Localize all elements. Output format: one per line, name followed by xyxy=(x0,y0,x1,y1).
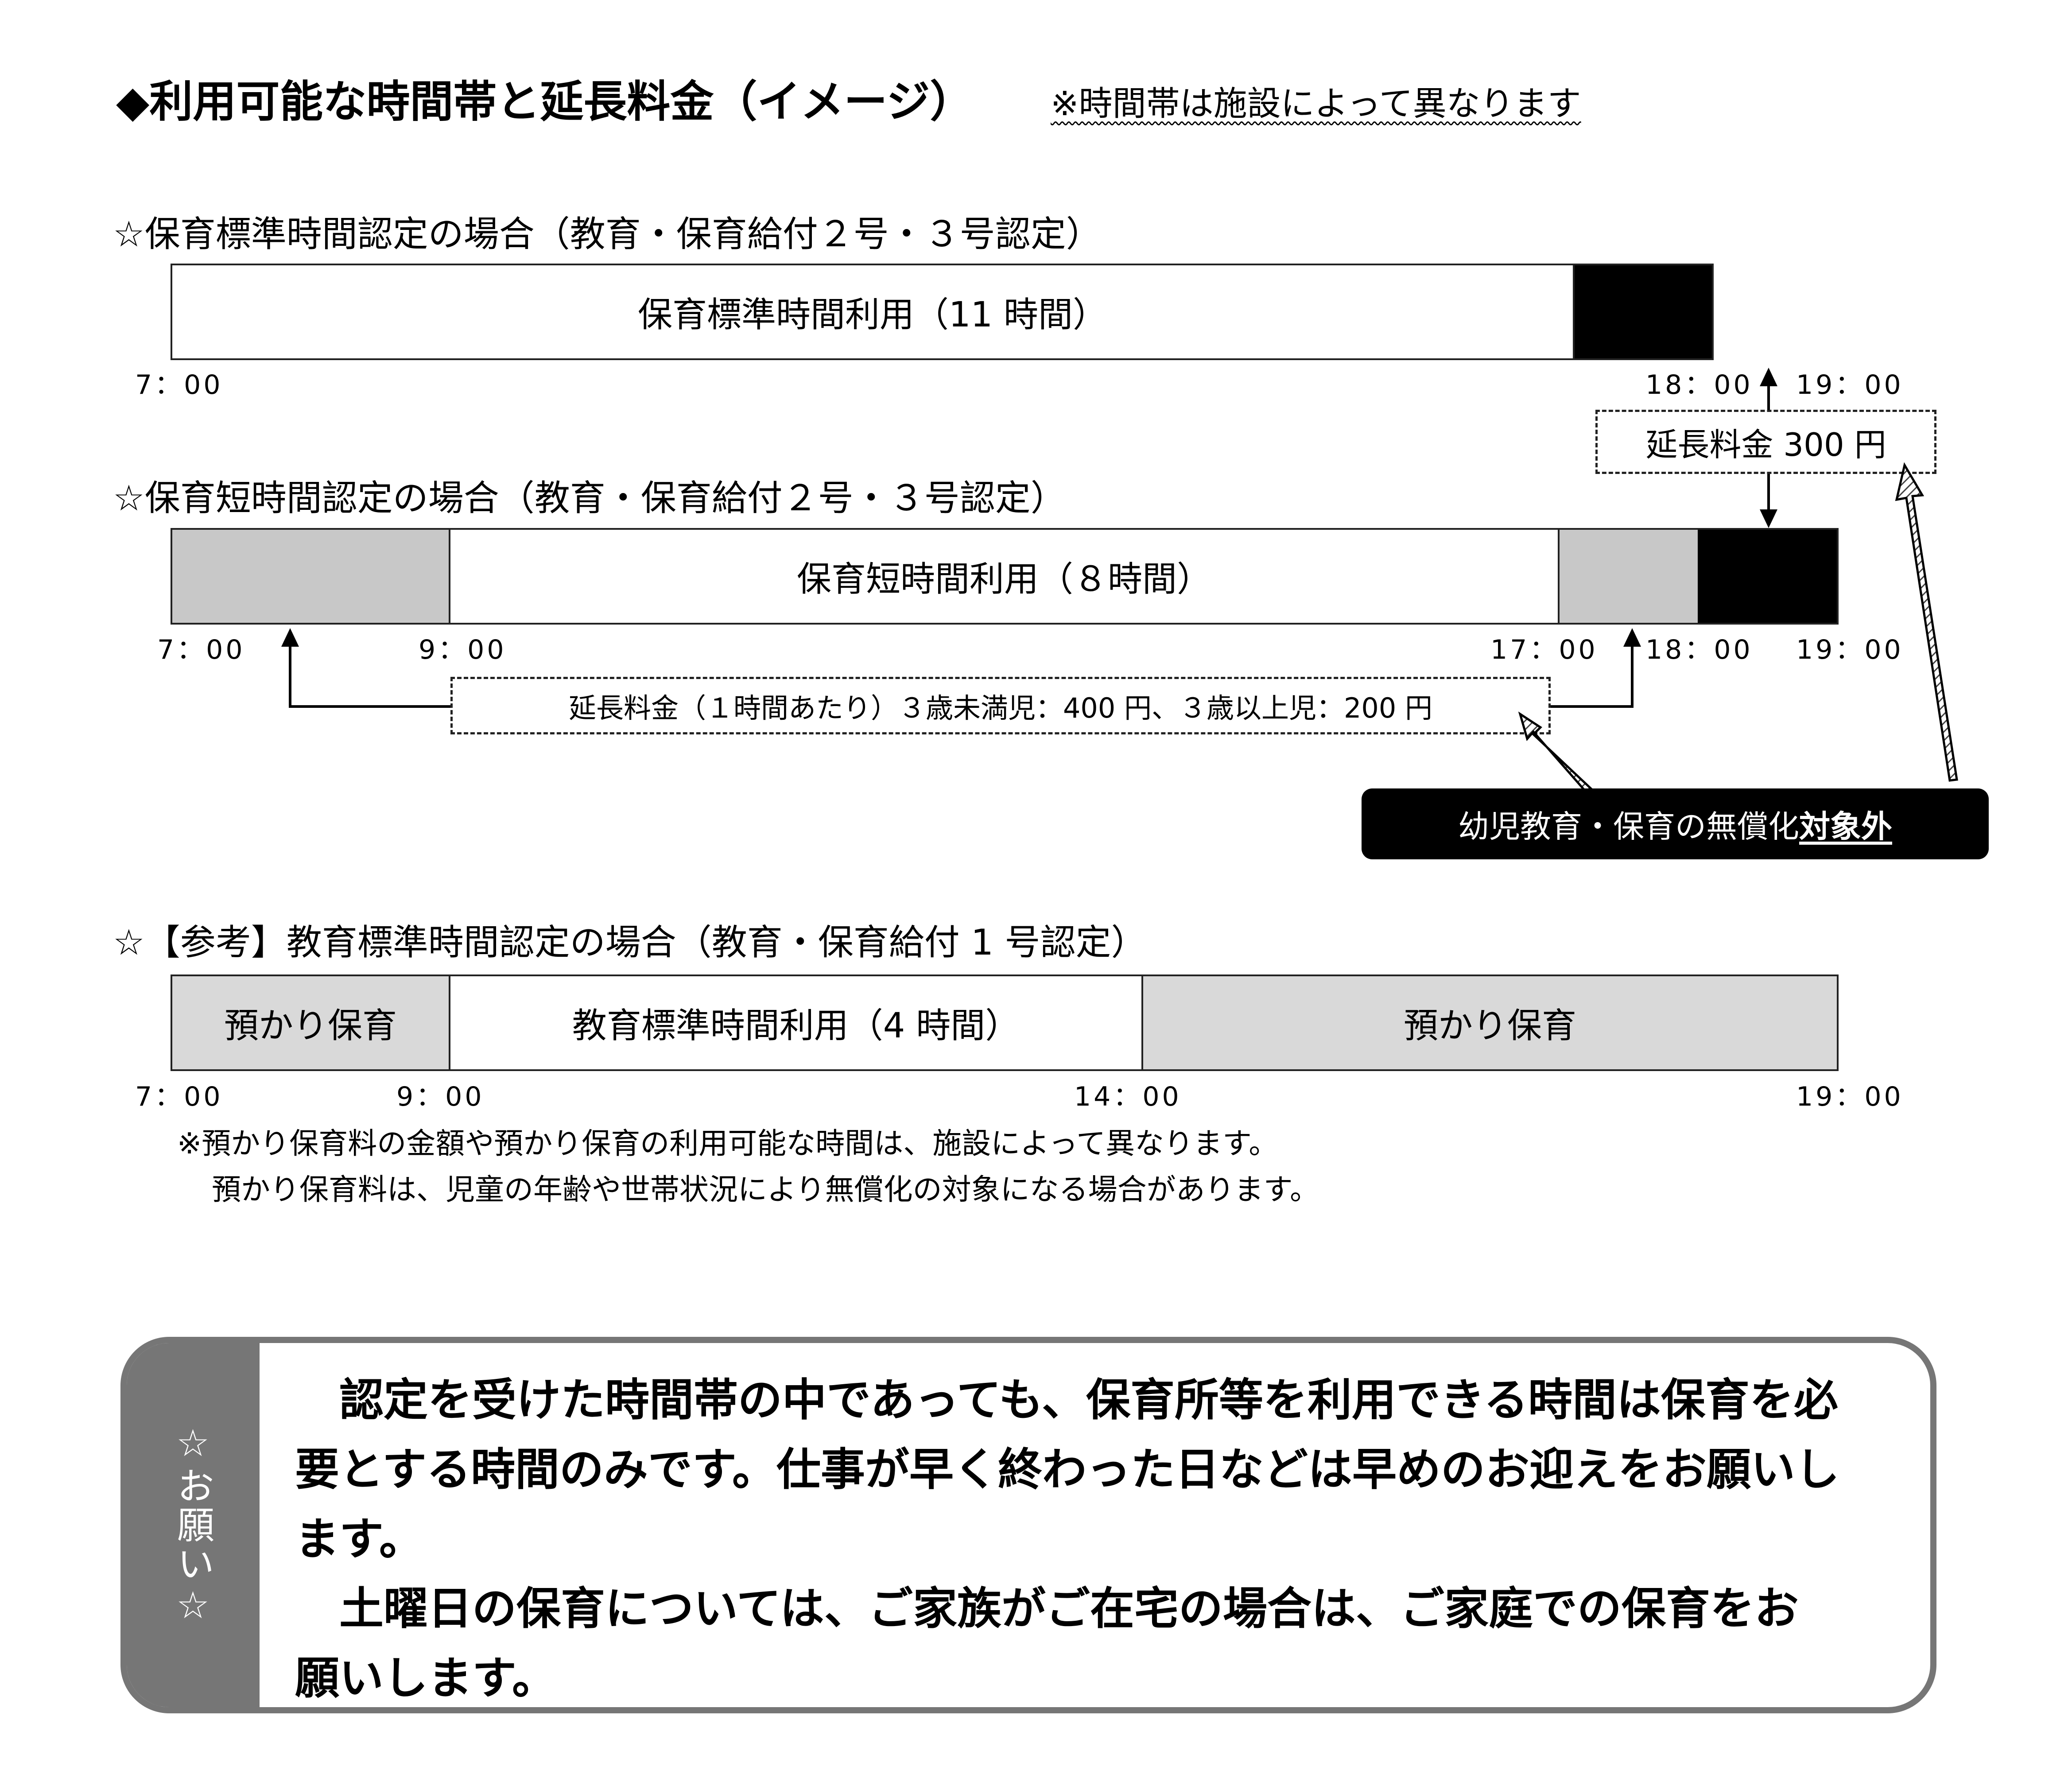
short-time-bar: 保育短時間利用（８時間） xyxy=(449,528,1560,625)
time-label: 7：00 xyxy=(135,1081,223,1112)
time-label: 7：00 xyxy=(157,634,245,665)
hatched-arrow-icon xyxy=(1518,711,1595,797)
request-label: ☆お願い☆ xyxy=(171,1421,215,1629)
extension-bar-1 xyxy=(1573,264,1714,360)
request-side-tab: ☆お願い☆ xyxy=(127,1343,260,1707)
arrow-up-icon xyxy=(281,628,450,708)
exclusion-prefix: 幼児教育・保育の無償化 xyxy=(1458,808,1799,845)
custody-note-2: 預かり保育料は、児童の年齢や世帯状況により無償化の対象になる場合があります。 xyxy=(212,1172,1319,1207)
time-label: 9：00 xyxy=(419,634,507,665)
custody-note-1: ※預かり保育料の金額や預かり保育の利用可能な時間は、施設によって異なります。 xyxy=(177,1126,1278,1161)
time-label: 18：00 xyxy=(1645,369,1753,400)
time-label: 19：00 xyxy=(1796,369,1904,400)
hourly-fee-box: 延長料金（１時間あたり）３歳未満児：400 円、３歳以上児：200 円 xyxy=(450,677,1551,734)
extension-gray-left xyxy=(171,528,450,625)
extension-bar-2 xyxy=(1698,528,1839,625)
hatched-arrow-icon xyxy=(1895,462,1958,782)
section1-heading: ☆保育標準時間認定の場合（教育・保育給付２号・３号認定） xyxy=(113,214,1102,255)
section3-heading: ☆【参考】教育標準時間認定の場合（教育・保育給付 1 号認定） xyxy=(113,922,1147,963)
section2-heading: ☆保育短時間認定の場合（教育・保育給付２号・３号認定） xyxy=(113,478,1066,519)
time-label: 19：00 xyxy=(1796,1081,1904,1112)
extension-fee-box: 延長料金 300 円 xyxy=(1595,410,1936,474)
time-label: 18：00 xyxy=(1645,634,1753,665)
request-text: 認定を受けた時間帯の中であっても、保育所等を利用できる時間は保育を必要とする時間… xyxy=(295,1365,1842,1707)
free-exclusion-label: 幼児教育・保育の無償化対象外 xyxy=(1362,788,1989,859)
custody-care-left: 預かり保育 xyxy=(171,974,450,1071)
time-label: 17：00 xyxy=(1490,634,1598,665)
arrow-up-icon xyxy=(1551,628,1641,708)
time-label: 19：00 xyxy=(1796,634,1904,665)
page-title: ◆利用可能な時間帯と延長料金（イメージ） xyxy=(116,77,974,127)
exclusion-emphasis: 対象外 xyxy=(1799,808,1892,845)
time-label: 14：00 xyxy=(1074,1081,1182,1112)
request-box: ☆お願い☆ 認定を受けた時間帯の中であっても、保育所等を利用できる時間は保育を必… xyxy=(120,1337,1936,1713)
education-time-bar: 教育標準時間利用（4 時間） xyxy=(449,974,1143,1071)
custody-care-right: 預かり保育 xyxy=(1141,974,1839,1071)
extension-gray-right xyxy=(1558,528,1700,625)
request-paragraph: 土曜日の保育については、ご家族がご在宅の場合は、ご家庭での保育をお願いします。 xyxy=(295,1583,1799,1704)
title-note: ※時間帯は施設によって異なります xyxy=(1051,84,1581,123)
arrow-up-icon xyxy=(1760,368,1777,410)
time-label: 7：00 xyxy=(135,369,223,400)
arrow-down-icon xyxy=(1760,474,1777,528)
time-label: 9：00 xyxy=(396,1081,485,1112)
request-paragraph: 認定を受けた時間帯の中であっても、保育所等を利用できる時間は保育を必要とする時間… xyxy=(295,1374,1839,1565)
